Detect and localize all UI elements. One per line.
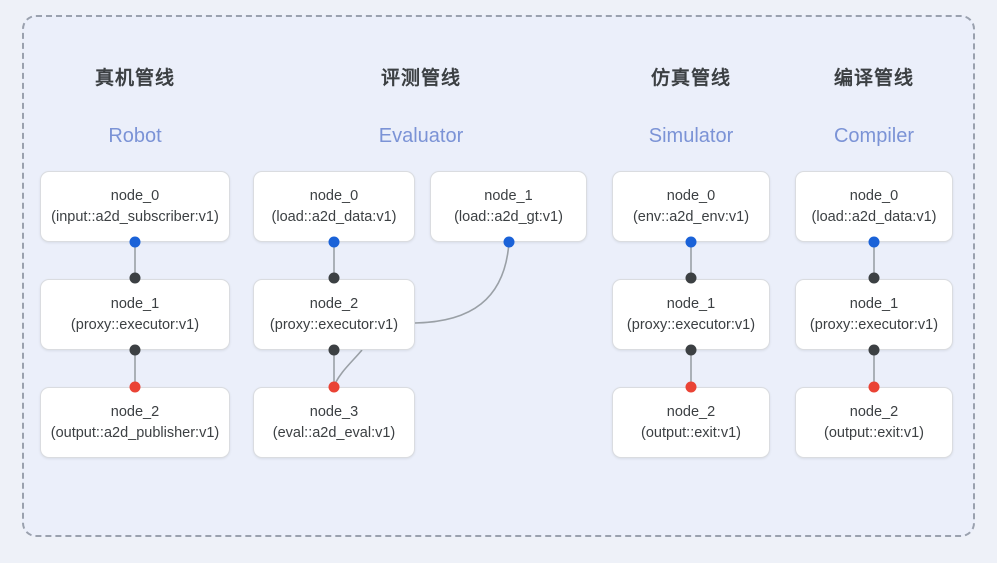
node-name: node_0 xyxy=(666,187,716,204)
node-name: node_1 xyxy=(666,295,716,312)
column-title-en-evaluator: Evaluator xyxy=(378,125,464,147)
port-input-simulator-2[interactable] xyxy=(685,381,697,393)
node-type: (load::a2d_data:v1) xyxy=(271,208,397,225)
node-simulator-2[interactable]: node_2 (output::exit:v1) xyxy=(612,387,770,458)
column-title-cn-compiler: 编译管线 xyxy=(833,68,914,89)
node-evaluator-1[interactable]: node_1 (load::a2d_gt:v1) xyxy=(430,171,587,242)
node-type: (proxy::executor:v1) xyxy=(269,316,399,333)
node-evaluator-2[interactable]: node_2 (proxy::executor:v1) xyxy=(253,279,415,350)
port-output-simulator-1[interactable] xyxy=(685,344,697,356)
column-title-cn-evaluator: 评测管线 xyxy=(380,68,461,89)
node-name: node_3 xyxy=(309,403,359,420)
node-type: (proxy::executor:v1) xyxy=(626,316,756,333)
node-type: (eval::a2d_eval:v1) xyxy=(272,424,396,441)
port-input-evaluator-3[interactable] xyxy=(328,381,340,393)
node-compiler-0[interactable]: node_0 (load::a2d_data:v1) xyxy=(795,171,953,242)
port-output-robot-0[interactable] xyxy=(129,236,141,248)
port-output-compiler-1[interactable] xyxy=(868,344,880,356)
node-type: (output::a2d_publisher:v1) xyxy=(50,424,220,441)
node-name: node_2 xyxy=(666,403,716,420)
node-type: (output::exit:v1) xyxy=(641,424,741,441)
port-input-robot-2[interactable] xyxy=(129,381,141,393)
node-evaluator-0[interactable]: node_0 (load::a2d_data:v1) xyxy=(253,171,415,242)
node-robot-1[interactable]: node_1 (proxy::executor:v1) xyxy=(40,279,230,350)
port-output-evaluator-0[interactable] xyxy=(328,236,340,248)
node-name: node_2 xyxy=(849,403,899,420)
pipeline-group-frame xyxy=(22,15,975,537)
node-robot-2[interactable]: node_2 (output::a2d_publisher:v1) xyxy=(40,387,230,458)
port-input-compiler-2[interactable] xyxy=(868,381,880,393)
node-type: (load::a2d_gt:v1) xyxy=(454,208,563,225)
node-compiler-1[interactable]: node_1 (proxy::executor:v1) xyxy=(795,279,953,350)
column-title-cn-simulator: 仿真管线 xyxy=(650,68,731,89)
port-output-robot-1[interactable] xyxy=(129,344,141,356)
node-name: node_2 xyxy=(309,295,359,312)
port-input-robot-1[interactable] xyxy=(129,272,141,284)
column-title-en-compiler: Compiler xyxy=(833,125,915,147)
port-input-simulator-1[interactable] xyxy=(685,272,697,284)
node-type: (input::a2d_subscriber:v1) xyxy=(51,208,219,225)
node-compiler-2[interactable]: node_2 (output::exit:v1) xyxy=(795,387,953,458)
node-name: node_2 xyxy=(110,403,160,420)
node-name: node_1 xyxy=(849,295,899,312)
node-robot-0[interactable]: node_0 (input::a2d_subscriber:v1) xyxy=(40,171,230,242)
node-name: node_1 xyxy=(484,187,533,204)
column-title-en-simulator: Simulator xyxy=(648,125,734,147)
port-input-evaluator-2[interactable] xyxy=(328,272,340,284)
node-type: (output::exit:v1) xyxy=(824,424,924,441)
node-name: node_0 xyxy=(309,187,359,204)
node-name: node_1 xyxy=(110,295,160,312)
node-type: (proxy::executor:v1) xyxy=(809,316,939,333)
node-name: node_0 xyxy=(849,187,899,204)
column-title-cn-robot: 真机管线 xyxy=(94,68,175,89)
node-type: (proxy::executor:v1) xyxy=(70,316,200,333)
port-output-evaluator-1[interactable] xyxy=(503,236,515,248)
port-output-simulator-0[interactable] xyxy=(685,236,697,248)
node-simulator-1[interactable]: node_1 (proxy::executor:v1) xyxy=(612,279,770,350)
node-simulator-0[interactable]: node_0 (env::a2d_env:v1) xyxy=(612,171,770,242)
port-output-evaluator-2[interactable] xyxy=(328,344,340,356)
column-title-en-robot: Robot xyxy=(108,125,162,147)
node-evaluator-3[interactable]: node_3 (eval::a2d_eval:v1) xyxy=(253,387,415,458)
node-type: (load::a2d_data:v1) xyxy=(811,208,937,225)
node-type: (env::a2d_env:v1) xyxy=(632,208,750,225)
node-name: node_0 xyxy=(110,187,160,204)
port-input-compiler-1[interactable] xyxy=(868,272,880,284)
port-output-compiler-0[interactable] xyxy=(868,236,880,248)
